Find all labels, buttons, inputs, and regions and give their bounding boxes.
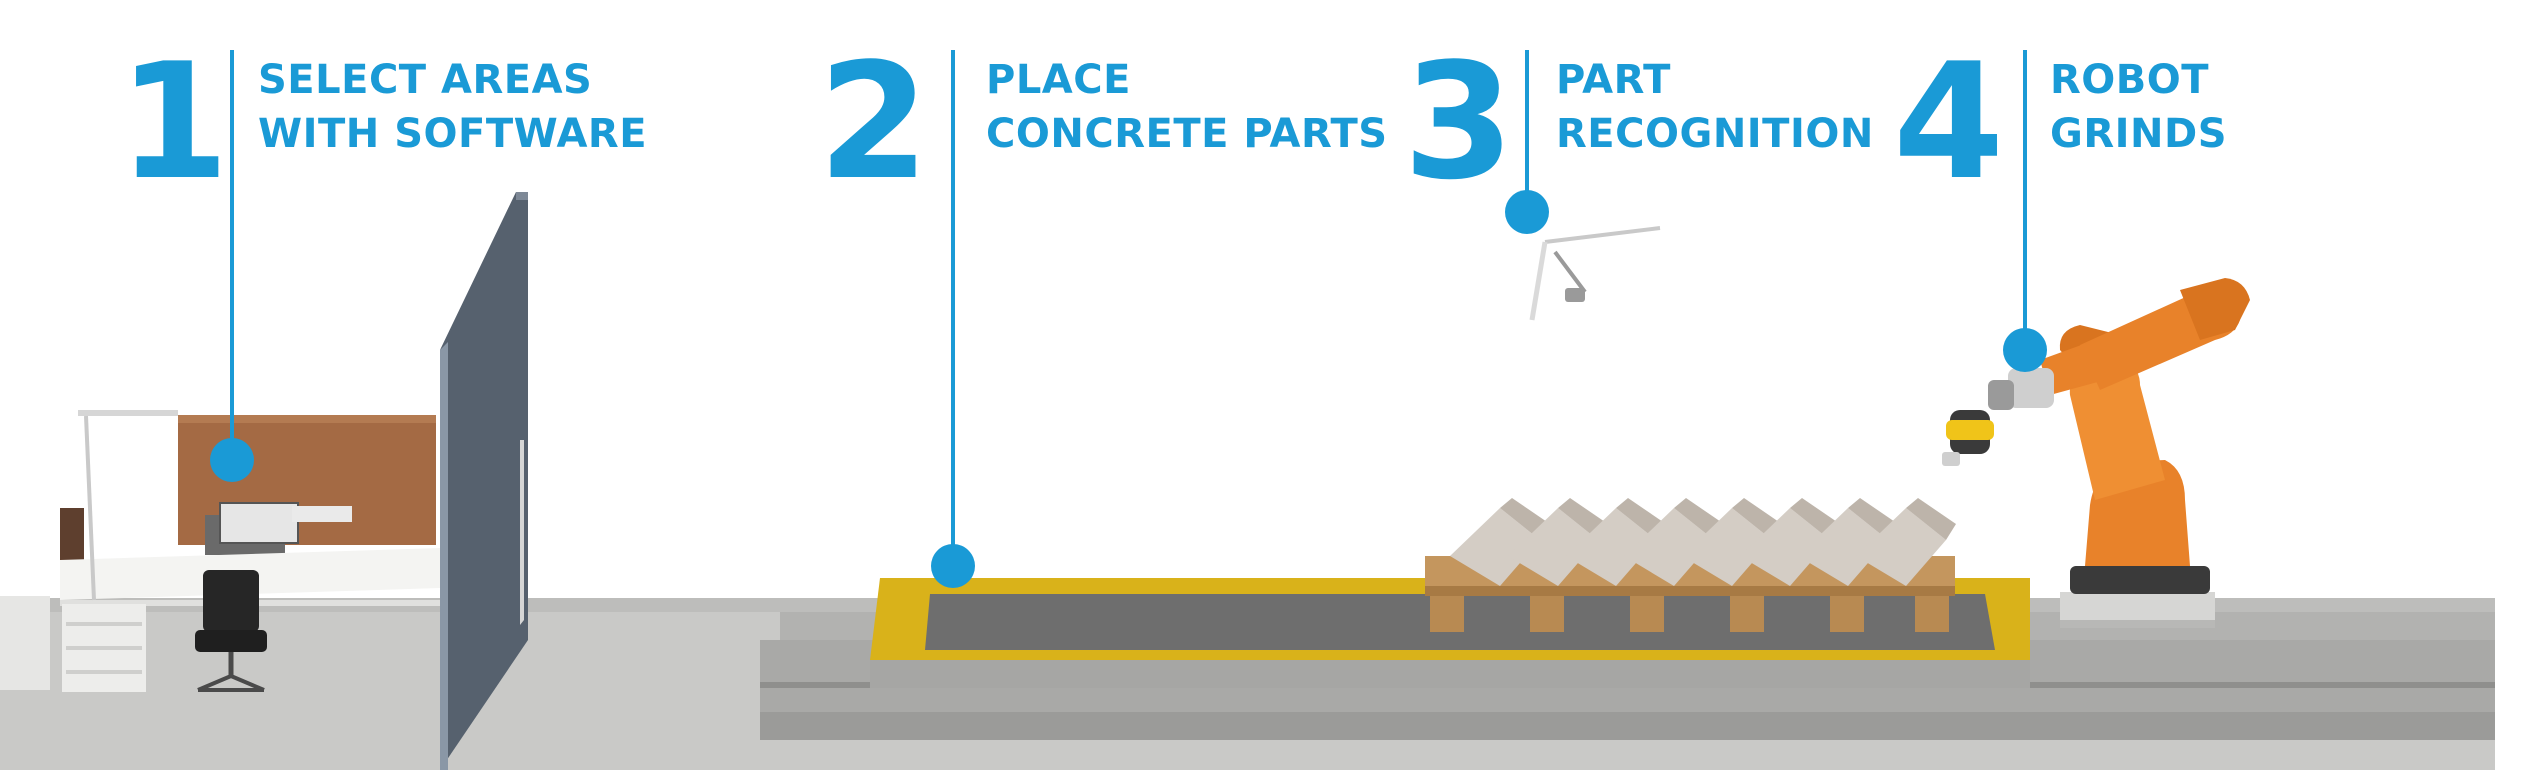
- step-2-label: PLACE CONCRETE PARTS: [986, 53, 1388, 161]
- step-1-number: 1: [118, 28, 229, 215]
- step-3-marker-dot: [1505, 190, 1549, 234]
- step-4-label-line-1: ROBOT: [2050, 57, 2210, 103]
- recognition-camera: [1529, 226, 1661, 321]
- step-2-marker-dot: [931, 544, 975, 588]
- step-2-label-line-1: PLACE: [986, 57, 1131, 103]
- step-4-number: 4: [1893, 28, 2004, 215]
- step-1-label-line-2: WITH SOFTWARE: [258, 111, 648, 157]
- step-2-leader-line: [951, 50, 955, 565]
- step-4-label: ROBOT GRINDS: [2050, 53, 2227, 161]
- step-2-label-line-2: CONCRETE PARTS: [986, 111, 1388, 157]
- grinding-robot: [1942, 278, 2250, 566]
- concrete-parts: [1450, 498, 1956, 586]
- step-4-label-line-2: GRINDS: [2050, 111, 2228, 157]
- step-3-number: 3: [1403, 28, 1514, 215]
- step-3-label: PART RECOGNITION: [1556, 53, 1874, 161]
- step-1-label-line-1: SELECT AREAS: [258, 57, 593, 103]
- step-1-leader-line: [230, 50, 234, 460]
- partition-wall: [440, 192, 528, 770]
- step-4-leader-line: [2023, 50, 2027, 350]
- step-1-marker-dot: [210, 438, 254, 482]
- step-3-leader-line: [1525, 50, 1529, 210]
- step-3-label-line-2: RECOGNITION: [1556, 111, 1874, 157]
- step-3-label-line-1: PART: [1556, 57, 1671, 103]
- step-1-label: SELECT AREAS WITH SOFTWARE: [258, 53, 647, 161]
- step-4-marker-dot: [2003, 328, 2047, 372]
- step-2-number: 2: [818, 28, 929, 215]
- robot-base: [2060, 566, 2215, 628]
- office-area: [0, 410, 440, 692]
